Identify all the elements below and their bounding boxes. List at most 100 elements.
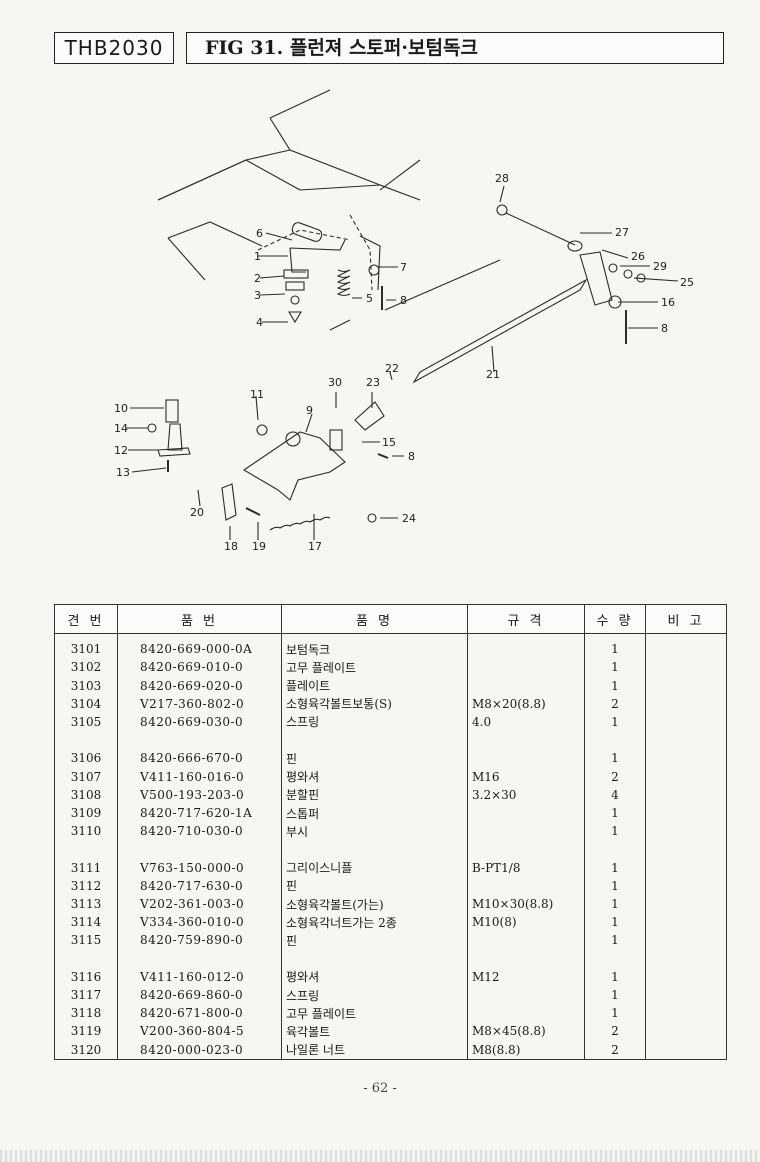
cell-spec: M8×45(8.8) [467,1022,585,1041]
cell-remarks [645,894,727,914]
cell-qty: 1 [584,931,646,950]
col-remarks: 비 고 [645,604,727,634]
link-bracket [579,251,613,306]
cell-item-no: 3114 [54,913,118,932]
cell-part-no: 8420-759-890-0 [117,931,282,950]
cell-remarks [645,822,727,841]
cell-item-no: 3105 [54,712,118,732]
cell-part-name: 평와셔 [281,967,468,986]
cell-item-no: 3102 [54,658,118,677]
model-box: THB2030 [54,32,174,64]
svg-text:8: 8 [400,294,407,307]
cell-item-no: 3119 [54,1022,118,1041]
figure-title: FIG 31. 플런져 스토퍼·보텀독크 [205,37,478,59]
cell-part-name: 육각볼트 [281,1022,468,1041]
cell-part-name: 핀 [281,749,468,768]
cell-part-no: V411-160-016-0 [117,767,282,786]
cell-qty: 1 [584,1004,646,1023]
cell-item-no: 3103 [54,676,118,695]
svg-text:7: 7 [400,261,407,274]
cell-item-no: 3118 [54,1004,118,1023]
svg-text:26: 26 [631,250,645,263]
svg-text:24: 24 [402,512,416,525]
cell-part-no: 8420-666-670-0 [117,749,282,768]
cell-item-no: 3106 [54,749,118,768]
svg-text:10: 10 [114,402,128,415]
col-qty: 수 량 [584,604,646,634]
svg-text:29: 29 [653,260,667,273]
cell-part-no: V334-360-010-0 [117,913,282,932]
cell-part-no: V200-360-804-5 [117,1022,282,1041]
cell-qty: 1 [584,985,646,1005]
svg-text:9: 9 [306,404,313,417]
cell-part-name: 고무 플레이트 [281,658,468,677]
cell-spec [467,676,585,695]
cell-qty: 4 [584,785,646,804]
cell-part-name: 핀 [281,931,468,950]
cell-part-no: 8420-669-010-0 [117,658,282,677]
cell-remarks [645,676,727,695]
cell-item-no: 3108 [54,785,118,804]
cell-remarks [645,931,727,950]
cell-remarks [645,1022,727,1041]
svg-text:6: 6 [256,227,263,240]
svg-text:3: 3 [254,289,261,302]
cell-remarks [645,967,727,986]
cell-spec [467,658,585,677]
figure-title-box: FIG 31. 플런져 스토퍼·보텀독크 [186,32,724,64]
svg-text:12: 12 [114,444,128,457]
cell-qty: 2 [584,1040,646,1060]
cell-spec: M10×30(8.8) [467,894,585,914]
cell-spec: 4.0 [467,712,585,732]
cell-spec: M8×20(8.8) [467,694,585,713]
cell-part-no: 8420-717-620-1A [117,803,282,823]
cell-item-no: 3112 [54,876,118,895]
cell-part-no: 8420-000-023-0 [117,1040,282,1060]
svg-text:17: 17 [308,540,322,553]
spring-lower [269,516,331,531]
cell-spec [467,876,585,895]
cell-spec [467,931,585,950]
cell-item-no: 3115 [54,931,118,950]
group-spacer [54,840,727,859]
cell-item-no: 3104 [54,694,118,713]
pin-part [291,222,323,242]
cell-remarks [645,985,727,1005]
cell-part-no: 8420-710-030-0 [117,822,282,841]
cell-spec: B-PT1/8 [467,858,585,877]
cell-part-name: 고무 플레이트 [281,1004,468,1023]
cell-qty: 1 [584,712,646,732]
cell-qty: 1 [584,913,646,932]
exploded-parts-diagram: 28 27 26 29 25 16 8 6 1 7 2 3 5 8 4 21 2… [114,89,694,553]
svg-text:14: 14 [114,422,128,435]
col-part-name: 품 명 [281,604,468,634]
cell-spec: M12 [467,967,585,986]
svg-text:8: 8 [661,322,668,335]
cell-part-no: 8420-669-020-0 [117,676,282,695]
cell-qty: 1 [584,967,646,986]
cell-spec [467,803,585,823]
cell-item-no: 3113 [54,894,118,914]
cell-part-no: V411-160-012-0 [117,967,282,986]
svg-text:11: 11 [250,388,264,401]
group-spacer [54,731,727,750]
cell-spec: M10(8) [467,913,585,932]
cell-part-no: 8420-669-000-0A [117,633,282,659]
cell-item-no: 3101 [54,633,118,659]
cell-qty: 2 [584,767,646,786]
cell-remarks [645,694,727,713]
